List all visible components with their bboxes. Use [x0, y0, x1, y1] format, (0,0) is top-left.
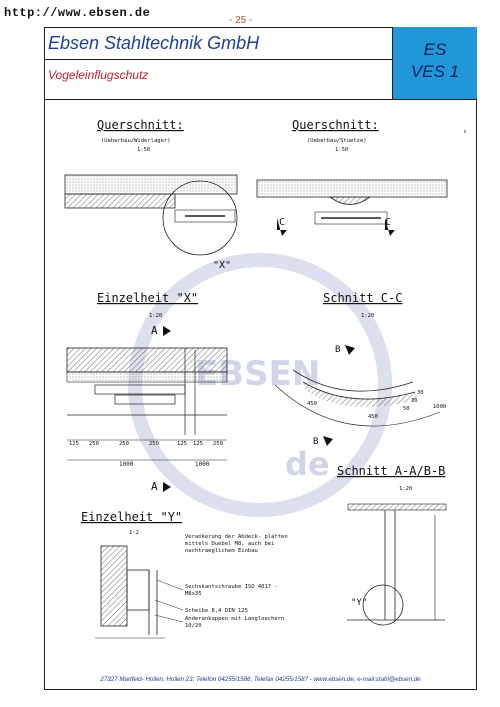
section-ab-scale: 1:20 — [399, 486, 412, 492]
section-ab-title: Schnitt A-A/B-B — [337, 464, 445, 478]
code-line-1: ES — [423, 40, 447, 59]
view2-subtitle: (Ueberbau/Stuetze) — [307, 138, 367, 144]
cc-label-b-bottom: B — [313, 437, 318, 447]
view-cross-section-abutment: Querschnitt: (Ueberbau/Widerlager) 1:50 … — [64, 118, 238, 271]
watermark-text-2: de — [285, 445, 330, 483]
note-bolt: Sechskantschraube ISO 4017 - M8x35 — [185, 584, 278, 597]
document-code-box: ES VES 1 — [392, 27, 477, 100]
page-number: - 25 - — [229, 15, 253, 26]
technical-drawing: EBSEN de Querschnitt: (Ueberbau/Widerlag… — [64, 118, 466, 639]
company-cell: Ebsen Stahltechnik GmbH — [44, 27, 392, 60]
company-name: Ebsen Stahltechnik GmbH — [48, 33, 260, 53]
detail-x-dimensions: 125 250 250 250 125 125 250 — [69, 441, 223, 447]
label-c-left: C — [279, 217, 285, 228]
label-y: "Y" — [351, 598, 367, 608]
code-line-2: VES 1 — [410, 62, 460, 81]
product-cell: Vogeleinflugschutz — [44, 60, 392, 100]
dim-cc-6: 1000 — [433, 404, 446, 410]
dim-cc-3: 50 — [403, 406, 410, 412]
dim-cc-4: 30 — [411, 398, 418, 404]
dim-7: 250 — [213, 441, 223, 447]
view2-scale: 1:50 — [335, 147, 348, 153]
section-c-c: Schnitt C-C 1:20 450 450 50 30 30 1000 B… — [274, 291, 446, 447]
dim-cc-1: 450 — [307, 401, 317, 407]
detail-x-title: Einzelheit "X" — [97, 291, 198, 305]
detail-y: Einzelheit "Y" 1:2 Verankerung der Abdec… — [81, 510, 288, 639]
label-x: "X" — [213, 260, 231, 271]
dim-6: 125 — [193, 441, 203, 447]
detail-x-label-a-top: A — [151, 324, 158, 337]
cc-label-b-top: B — [335, 345, 340, 355]
detail-y-scale: 1:2 — [129, 530, 139, 536]
note-anchor: Verankerung der Abdeck- platten mittels … — [185, 534, 288, 554]
note-dowel: Anderankappen mit Langloechern 10/20 — [185, 616, 284, 629]
dim-1: 125 — [69, 441, 79, 447]
dim-4: 250 — [149, 441, 159, 447]
note-washer: Scheibe 8,4 DIN 125 — [185, 608, 248, 614]
view2-title: Querschnitt: — [292, 118, 379, 132]
dim-total-right: 1000 — [195, 461, 210, 468]
dim-total-left: 1000 — [119, 461, 134, 468]
label-c-right: C — [385, 217, 391, 228]
dim-5: 125 — [177, 441, 187, 447]
section-a-b: Schnitt A-A/B-B 1:20 "Y" — [337, 464, 447, 626]
view1-subtitle: (Ueberbau/Widerlager) — [101, 138, 171, 144]
title-block-frame — [44, 27, 477, 690]
section-cc-scale: 1:20 — [361, 313, 374, 319]
detail-x-scale: 1:20 — [149, 313, 162, 319]
view1-title: Querschnitt: — [97, 118, 184, 132]
dim-3: 250 — [119, 441, 129, 447]
view-cross-section-pier: Querschnitt: (Ueberbau/Stuetze) 1:50 C C — [256, 118, 466, 236]
view1-scale: 1:50 — [137, 147, 150, 153]
detail-x: Einzelheit "X" 1:20 A 125 250 250 250 12… — [66, 291, 228, 493]
dim-cc-5: 30 — [417, 390, 424, 396]
detail-x-label-a-bottom: A — [151, 480, 158, 493]
website-url: http://www.ebsen.de — [4, 6, 151, 20]
dim-cc-2: 450 — [368, 414, 378, 420]
product-name: Vogeleinflugschutz — [48, 68, 149, 82]
footer-address: 27327 Martfeld- Hollen; Hollen 23; Telef… — [100, 676, 421, 683]
detail-y-title: Einzelheit "Y" — [81, 510, 182, 524]
section-cc-title: Schnitt C-C — [323, 291, 402, 305]
dim-2: 250 — [89, 441, 99, 447]
